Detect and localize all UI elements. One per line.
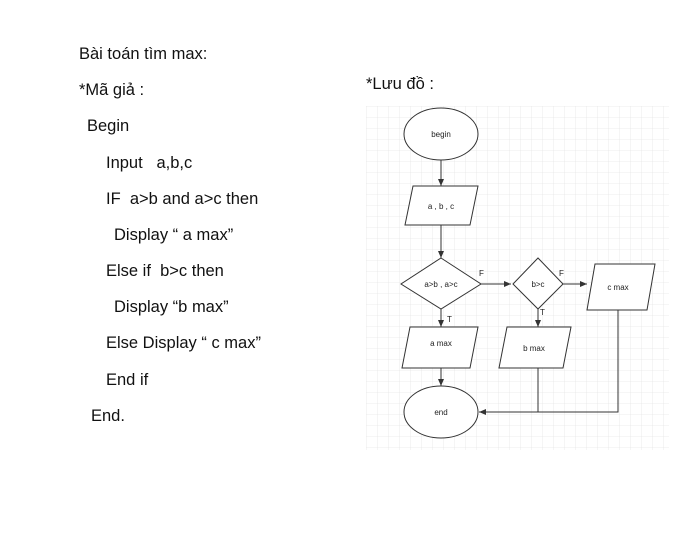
pseudocode-line-elseif: Else if b>c then [106, 262, 224, 280]
pseudocode-line-display-b: Display “b max” [114, 298, 229, 316]
pseudocode-heading: *Mã giả : [79, 81, 145, 99]
edge-label-cond2-true: T [540, 308, 545, 317]
node-cond2: b>c [512, 257, 564, 310]
node-cond2-label: b>c [531, 280, 544, 289]
node-end-label: end [434, 408, 447, 417]
node-out-b-label: b max [523, 344, 545, 353]
node-out-a: a max [401, 326, 479, 369]
pseudocode-line-input: Input a,b,c [106, 154, 193, 172]
flowchart-heading: *Lưu đồ : [366, 75, 434, 93]
pseudocode-line-if: IF a>b and a>c then [106, 190, 259, 208]
problem-title: Bài toán tìm max: [79, 45, 208, 63]
pseudocode-line-end: End. [91, 407, 125, 425]
node-cond1: a>b , a>c [400, 257, 482, 310]
node-out-a-label: a max [430, 339, 452, 348]
node-out-c-label: c max [607, 283, 628, 292]
node-out-c: c max [586, 263, 656, 311]
edge-label-cond1-false: F [479, 269, 484, 278]
node-begin-label: begin [431, 130, 451, 139]
pseudocode-line-begin: Begin [87, 117, 130, 135]
node-out-b: b max [498, 326, 572, 369]
flowchart: F T F T begin a , b , c a>b , a>c b>c c … [366, 106, 669, 450]
edge-label-cond2-false: F [559, 269, 564, 278]
node-cond1-label: a>b , a>c [424, 280, 457, 289]
node-input-label: a , b , c [428, 202, 454, 211]
pseudocode-line-display-a: Display “ a max” [114, 226, 234, 244]
node-begin: begin [403, 107, 479, 161]
pseudocode-line-endif: End if [106, 371, 149, 389]
pseudocode-line-else-display-c: Else Display “ c max” [106, 334, 261, 352]
node-end: end [403, 385, 479, 439]
node-input: a , b , c [404, 185, 479, 226]
edge-out-c-end [538, 310, 619, 413]
edge-label-cond1-true: T [447, 315, 452, 324]
